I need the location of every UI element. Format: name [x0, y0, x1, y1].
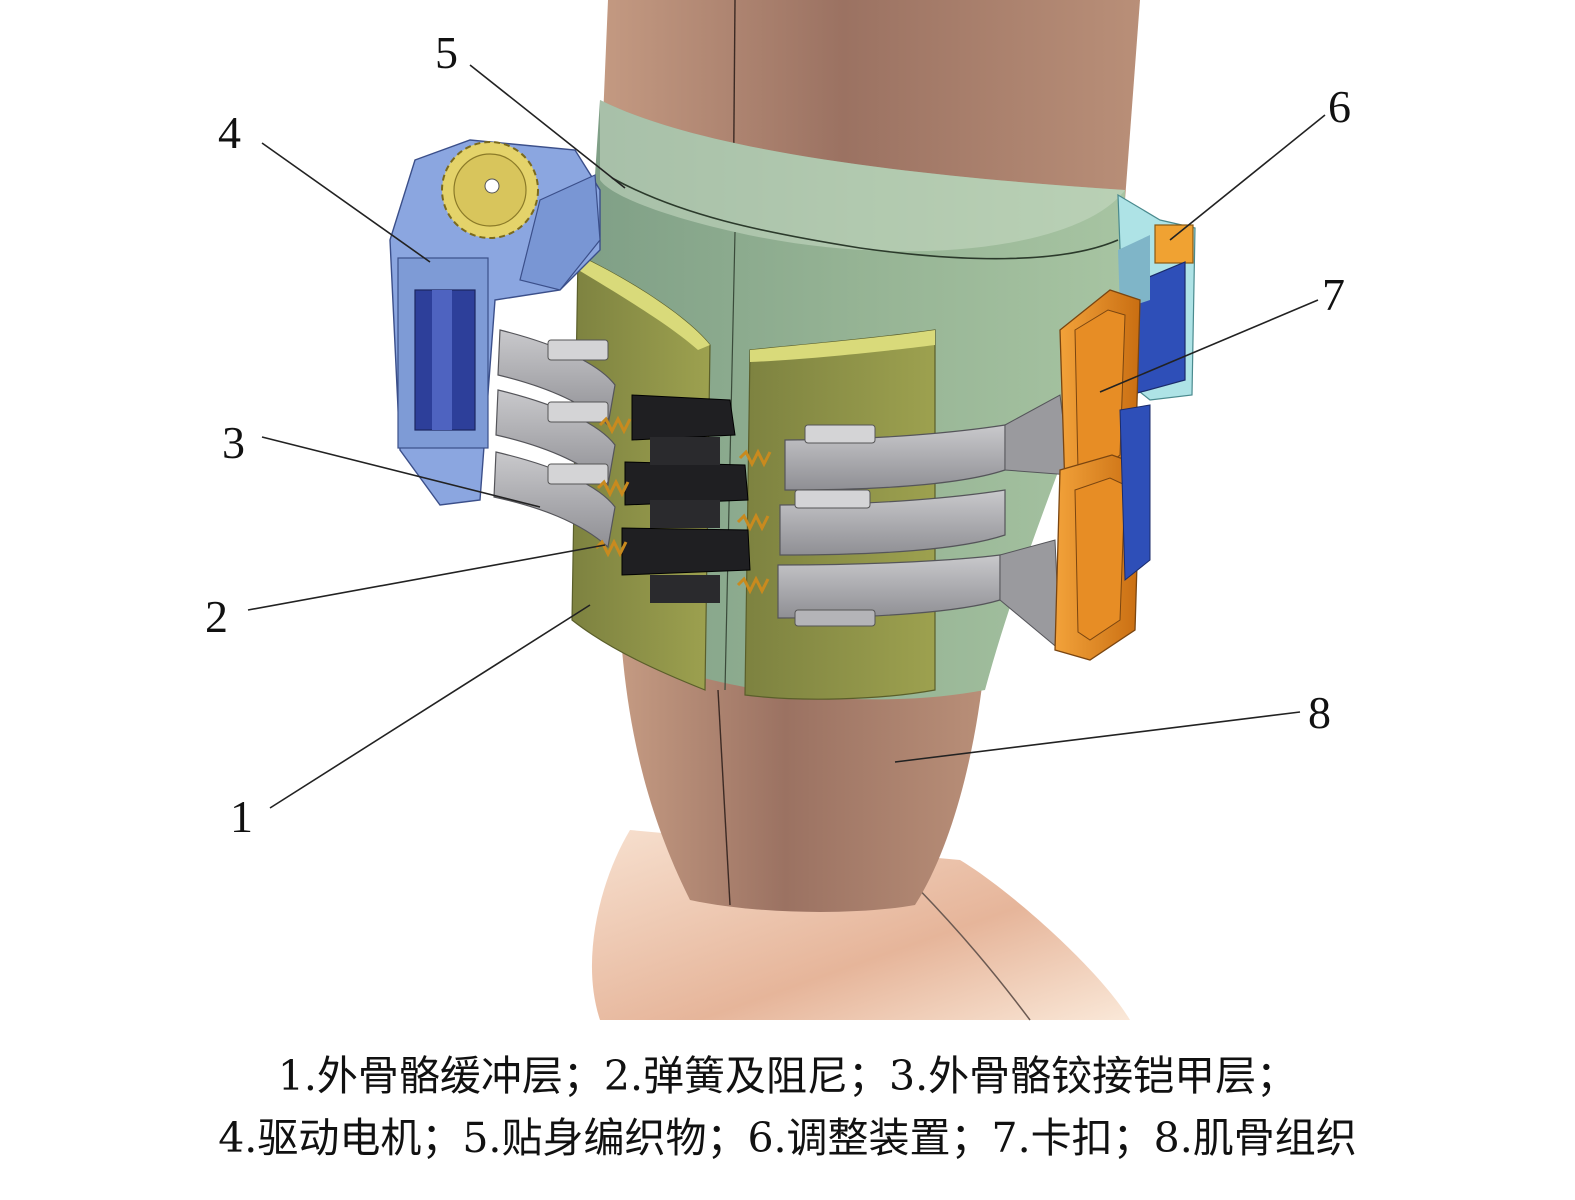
- leg-lower: [622, 650, 985, 912]
- spring-damper: [594, 394, 772, 603]
- caption-line-2: 4.驱动电机；5.贴身编织物；6.调整装置；7.卡扣；8.肌骨组织: [218, 1114, 1357, 1162]
- figure-caption: 1.外骨骼缓冲层；2.弹簧及阻尼；3.外骨骼铰接铠甲层； 4.驱动电机；5.贴身…: [0, 1045, 1575, 1169]
- armor-plates-right: [777, 394, 1071, 652]
- buckles: [1054, 289, 1151, 661]
- callout-2: 2: [205, 591, 228, 642]
- callout-8: 8: [1308, 687, 1331, 738]
- callout-6: 6: [1328, 81, 1351, 132]
- callout-5: 5: [435, 27, 458, 78]
- gear-icon: [441, 141, 539, 239]
- drive-motor: [389, 139, 601, 506]
- armor-plates-left: [493, 329, 616, 549]
- caption-line-1: 1.外骨骼缓冲层；2.弹簧及阻尼；3.外骨骼铰接铠甲层；: [277, 1052, 1298, 1100]
- callout-7: 7: [1322, 269, 1345, 320]
- exoskeleton-diagram: 1 2 3 4 5 6 7 8: [205, 0, 1351, 1021]
- callout-numbers: 1 2 3 4 5 6 7 8: [205, 27, 1351, 842]
- callout-1: 1: [230, 791, 253, 842]
- callout-3: 3: [222, 417, 245, 468]
- callout-4: 4: [218, 107, 241, 158]
- leader-lines: [247, 64, 1326, 809]
